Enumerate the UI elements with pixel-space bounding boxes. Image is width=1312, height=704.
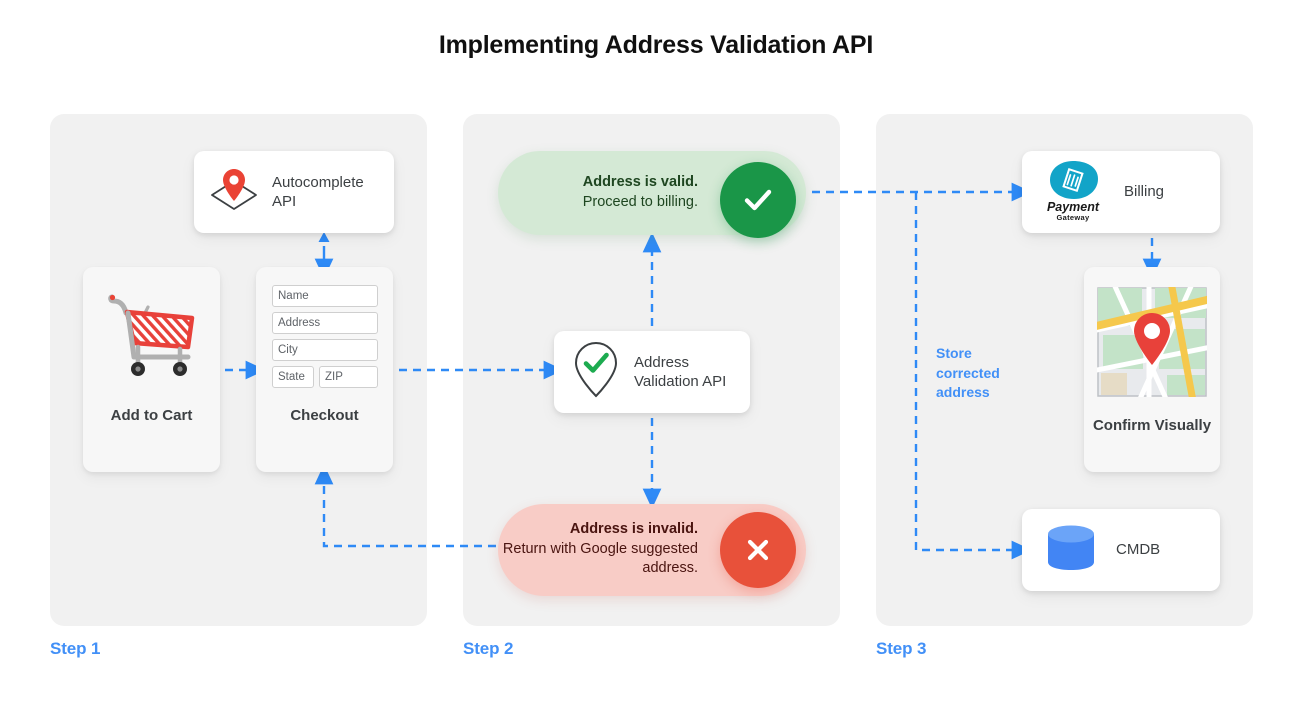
autocomplete-api-label: Autocomplete API: [272, 173, 364, 210]
map-thumbnail-icon: [1084, 287, 1220, 397]
confirm-visually-card[interactable]: Confirm Visually: [1084, 267, 1220, 472]
svg-text:Gateway: Gateway: [1057, 213, 1090, 222]
store-corrected-address-annotation: Store corrected address: [936, 345, 1000, 401]
address-invalid-line1: Address is invalid.: [569, 521, 698, 537]
state-field[interactable]: State: [272, 366, 314, 388]
address-valid-line2: Proceed to billing.: [582, 193, 698, 210]
address-valid-pill: Address is valid. Proceed to billing.: [498, 151, 806, 238]
name-field[interactable]: Name: [272, 285, 378, 307]
payment-gateway-logo: Payment Gateway: [1036, 157, 1110, 228]
step-label-3: Step 3: [876, 639, 927, 658]
address-invalid-line2: Return with Google suggested address.: [502, 540, 698, 577]
database-icon: [1044, 522, 1098, 579]
city-field[interactable]: City: [272, 339, 378, 361]
confirm-visually-label: Confirm Visually: [1092, 417, 1212, 434]
zip-field[interactable]: ZIP: [319, 366, 378, 388]
checkout-card[interactable]: Name Address City State ZIP Checkout: [256, 267, 393, 472]
check-icon: [720, 162, 796, 238]
shopping-cart-icon: [83, 285, 220, 377]
step-label-1: Step 1: [50, 639, 101, 658]
address-invalid-text: Address is invalid. Return with Google s…: [498, 520, 698, 579]
billing-card[interactable]: Payment Gateway Billing: [1022, 151, 1220, 233]
add-to-cart-label: Add to Cart: [110, 407, 193, 424]
pin-check-icon: [572, 340, 620, 405]
address-valid-line1: Address is valid.: [582, 174, 698, 190]
address-validation-api-card[interactable]: Address Validation API: [554, 331, 750, 413]
svg-text:Payment: Payment: [1047, 200, 1100, 214]
address-invalid-pill: Address is invalid. Return with Google s…: [498, 504, 806, 596]
page-title: Implementing Address Validation API: [438, 31, 874, 59]
billing-label: Billing: [1124, 183, 1165, 201]
map-pin-diamond-icon: [206, 165, 262, 220]
cmdb-card[interactable]: CMDB: [1022, 509, 1220, 591]
cmdb-label: CMDB: [1116, 541, 1161, 559]
add-to-cart-card[interactable]: Add to Cart: [83, 267, 220, 472]
close-icon: [720, 512, 796, 588]
autocomplete-api-card[interactable]: Autocomplete API: [194, 151, 394, 233]
address-field[interactable]: Address: [272, 312, 378, 334]
address-valid-text: Address is valid. Proceed to billing.: [583, 173, 698, 212]
step-label-2: Step 2: [463, 639, 514, 658]
checkout-label: Checkout: [290, 407, 359, 424]
address-validation-api-label: Address Validation API: [634, 353, 727, 390]
